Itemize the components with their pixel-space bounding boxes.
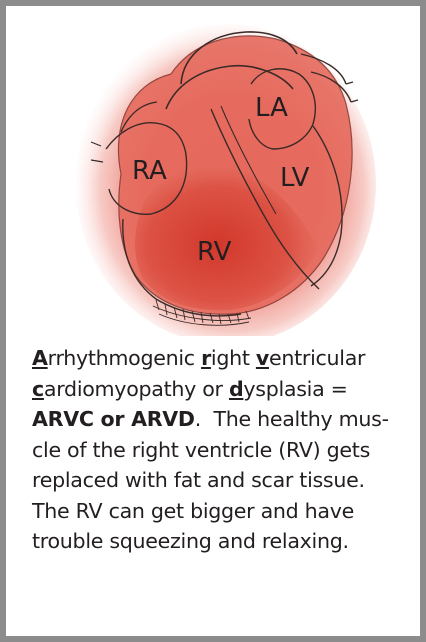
acronym-text: ARVC or ARVD [32, 407, 195, 431]
caption-fragment: ardiomyopathy or [44, 377, 229, 401]
initial-a: A [32, 346, 48, 370]
initial-d: d [229, 377, 243, 401]
caption-line-4: cle of the right ventricle (RV) gets [32, 435, 418, 466]
caption-fragment: ight [211, 346, 256, 370]
caption-fragment: ysplasia = [243, 377, 347, 401]
caption-line-7: trouble squeezing and relaxing. [32, 526, 418, 557]
caption-fragment: rrhythmogenic [48, 346, 201, 370]
caption-line-2: cardiomyopathy or dysplasia = [32, 374, 418, 405]
caption-fragment: entricular [269, 346, 365, 370]
initial-c: c [32, 377, 44, 401]
initial-v: v [256, 346, 269, 370]
label-la: LA [255, 93, 288, 123]
initial-r: r [201, 346, 211, 370]
label-ra: RA [132, 156, 167, 186]
heart-illustration: LA RA LV RV [61, 14, 381, 336]
label-lv: LV [280, 163, 310, 193]
caption-line-5: replaced with fat and scar tissue. [32, 465, 418, 496]
caption-text: Arrhythmogenic right ventricular cardiom… [32, 343, 418, 557]
caption-line-3: ARVC or ARVD. The healthy mus- [32, 404, 418, 435]
caption-fragment: . The healthy mus- [195, 407, 389, 431]
caption-line-6: The RV can get bigger and have [32, 496, 418, 527]
label-rv: RV [197, 237, 232, 267]
caption-line-1: Arrhythmogenic right ventricular [32, 343, 418, 374]
